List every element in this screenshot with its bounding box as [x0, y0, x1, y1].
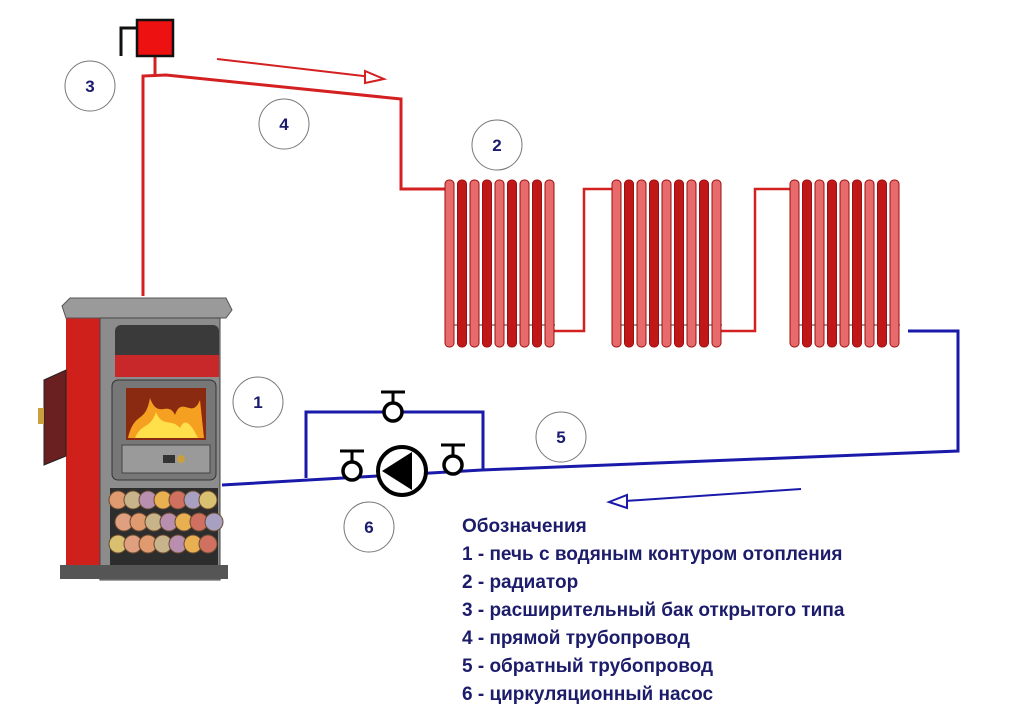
callout-1: 1 — [232, 376, 284, 428]
callout-number: 2 — [492, 136, 501, 155]
oven-tray — [115, 355, 219, 377]
radiators — [444, 179, 900, 348]
supply-pipe — [141, 73, 447, 296]
return-pipe — [221, 329, 960, 487]
callout-number: 1 — [253, 393, 262, 412]
radiator-section — [802, 179, 812, 348]
radiator-section — [636, 179, 647, 348]
radiator-section — [457, 179, 467, 348]
pump-arrow-icon — [382, 452, 412, 490]
radiator-section — [699, 179, 709, 348]
air-control — [163, 455, 175, 463]
valve-icon — [340, 449, 364, 482]
legend-item: 6 - циркуляционный насос — [462, 684, 714, 705]
radiator-section — [469, 179, 480, 348]
radiator-section — [711, 179, 722, 348]
callout-number: 4 — [279, 115, 289, 134]
radiator-section — [532, 179, 542, 348]
radiator-section — [507, 179, 517, 348]
callout-3: 3 — [64, 60, 116, 112]
link-pipe-1-2 — [548, 187, 612, 333]
legend-item: 1 - печь с водяным контуром отопления — [462, 544, 843, 565]
radiator-section — [889, 179, 900, 348]
stove-top — [61, 297, 233, 319]
valve-icon — [381, 390, 405, 423]
expansion-tank — [119, 18, 175, 58]
radiator-section — [624, 179, 634, 348]
callout-5: 5 — [535, 411, 587, 463]
vent-pipe-icon — [119, 26, 140, 56]
radiator-section — [864, 179, 875, 348]
radiator-section — [649, 179, 659, 348]
link-pipe-2-3 — [720, 187, 790, 333]
radiator-section — [544, 179, 555, 348]
legend-item: 2 - радиатор — [462, 572, 579, 593]
callout-number: 5 — [556, 428, 565, 447]
side-door — [43, 369, 67, 466]
radiator-section — [444, 179, 455, 348]
callout-6: 6 — [343, 501, 395, 553]
log-icon — [198, 534, 218, 554]
valves — [340, 390, 465, 482]
legend-item: 4 - прямой трубопровод — [462, 628, 690, 649]
callout-number: 3 — [85, 77, 94, 96]
radiator-section — [519, 179, 530, 348]
legend-item: 5 - обратный трубопровод — [462, 656, 714, 677]
radiator-section — [611, 179, 622, 348]
legend-title: Обозначения — [462, 516, 587, 537]
callouts: 1 2 3 4 5 6 — [64, 60, 587, 553]
tank-icon — [135, 18, 175, 58]
door-handle-icon — [38, 408, 44, 424]
radiator-section — [877, 179, 887, 348]
stove — [38, 297, 233, 581]
callout-number: 6 — [364, 518, 373, 537]
radiator — [789, 179, 900, 348]
radiator-section — [674, 179, 684, 348]
radiator-section — [494, 179, 505, 348]
radiator — [611, 179, 722, 348]
return-flow-arrow — [606, 488, 802, 510]
radiator-section — [839, 179, 850, 348]
radiator-section — [482, 179, 492, 348]
radiator-section — [686, 179, 697, 348]
radiator-section — [852, 179, 862, 348]
radiator-section — [827, 179, 837, 348]
callout-4: 4 — [258, 98, 310, 150]
legend-item: 3 - расширительный бак открытого типа — [462, 600, 845, 621]
callout-2: 2 — [471, 119, 523, 171]
valve-icon — [441, 443, 465, 476]
log-icon — [198, 490, 218, 510]
radiator-section — [789, 179, 800, 348]
stove-base — [60, 565, 228, 579]
legend: Обозначения 1 - печь с водяным контуром … — [462, 513, 844, 709]
supply-flow-arrow — [216, 58, 388, 85]
circulation-pump — [376, 445, 428, 497]
log-icon — [204, 512, 224, 532]
radiator-section — [661, 179, 672, 348]
radiator — [444, 179, 555, 348]
stove-side-panel — [66, 305, 104, 577]
radiator-section — [814, 179, 825, 348]
firewood — [108, 490, 224, 554]
